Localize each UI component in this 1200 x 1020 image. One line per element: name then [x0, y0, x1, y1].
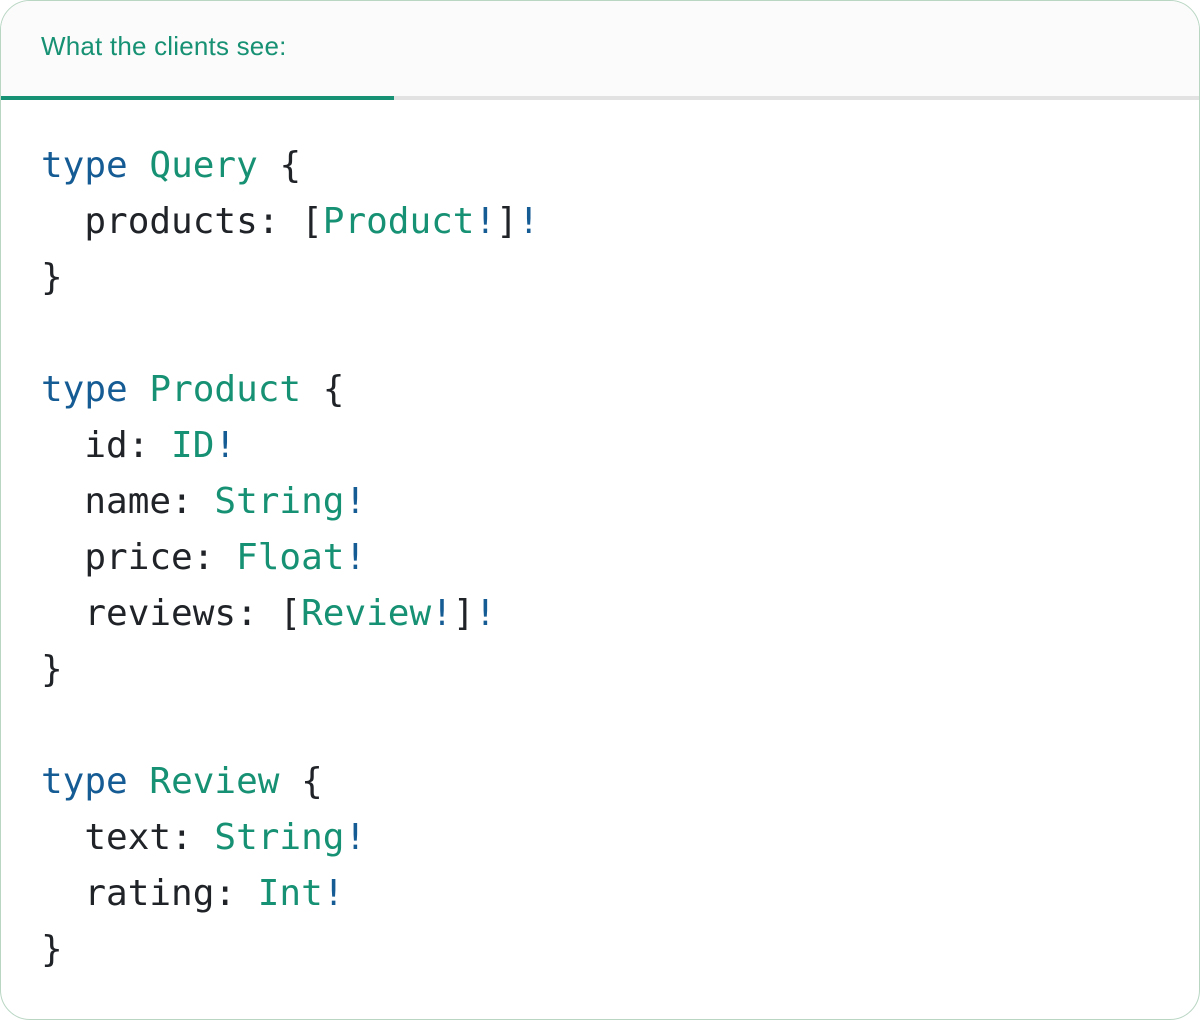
code-token-plain: price:	[41, 537, 237, 578]
code-token-plain: }	[41, 929, 63, 970]
code-token-bang: !	[214, 425, 237, 466]
code-token-plain	[128, 145, 150, 186]
code-line	[41, 698, 1159, 754]
code-token-plain: ]	[452, 593, 475, 634]
code-token-type: ID	[171, 425, 215, 466]
code-token-type: Review	[149, 761, 280, 802]
code-line: type Query {	[41, 138, 1159, 194]
code-token-type: String	[214, 817, 345, 858]
code-token-plain: {	[279, 761, 323, 802]
tab-label: What the clients see:	[41, 31, 287, 61]
code-block: type Query { products: [Product!]!} type…	[1, 100, 1199, 978]
code-token-type: Int	[257, 873, 323, 914]
code-token-bang: !	[322, 873, 345, 914]
code-line: id: ID!	[41, 418, 1159, 474]
code-line: reviews: [Review!]!	[41, 586, 1159, 642]
tab-what-clients-see[interactable]: What the clients see:	[1, 1, 394, 100]
code-token-keyword: type	[41, 761, 128, 802]
code-token-keyword: type	[41, 369, 128, 410]
code-token-plain: name:	[41, 481, 215, 522]
code-token-plain: id:	[41, 425, 172, 466]
code-token-plain: }	[41, 257, 63, 298]
code-token-type: Float	[236, 537, 345, 578]
code-line	[41, 306, 1159, 362]
code-token-bang: !	[344, 817, 367, 858]
code-token-plain	[128, 761, 150, 802]
code-line: type Review {	[41, 754, 1159, 810]
code-token-plain	[128, 369, 150, 410]
code-token-type: String	[214, 481, 345, 522]
tab-bar: What the clients see:	[1, 1, 1199, 100]
code-token-keyword: type	[41, 145, 128, 186]
code-line: rating: Int!	[41, 866, 1159, 922]
code-line: }	[41, 922, 1159, 978]
code-token-plain: rating:	[41, 873, 258, 914]
code-token-plain: reviews: [	[41, 593, 302, 634]
code-token-plain: products: [	[41, 201, 323, 242]
code-token-plain: {	[257, 145, 302, 186]
code-token-plain: ]	[496, 201, 518, 242]
code-token-bang: !	[474, 201, 497, 242]
code-token-type: Product	[322, 201, 475, 242]
code-line: text: String!	[41, 810, 1159, 866]
code-token-type: Product	[149, 369, 302, 410]
code-token-bang: !	[474, 593, 497, 634]
code-token-plain: text:	[41, 817, 215, 858]
code-token-bang: !	[517, 201, 540, 242]
code-token-type: Review	[301, 593, 432, 634]
code-token-bang: !	[344, 481, 367, 522]
code-token-type: Query	[149, 145, 258, 186]
code-token-plain: }	[41, 649, 63, 690]
code-line: }	[41, 250, 1159, 306]
code-token-plain: {	[301, 369, 345, 410]
code-line: products: [Product!]!	[41, 194, 1159, 250]
code-line: }	[41, 642, 1159, 698]
code-line: price: Float!	[41, 530, 1159, 586]
code-token-bang: !	[431, 593, 453, 634]
code-line: type Product {	[41, 362, 1159, 418]
code-line: name: String!	[41, 474, 1159, 530]
code-token-bang: !	[344, 537, 367, 578]
